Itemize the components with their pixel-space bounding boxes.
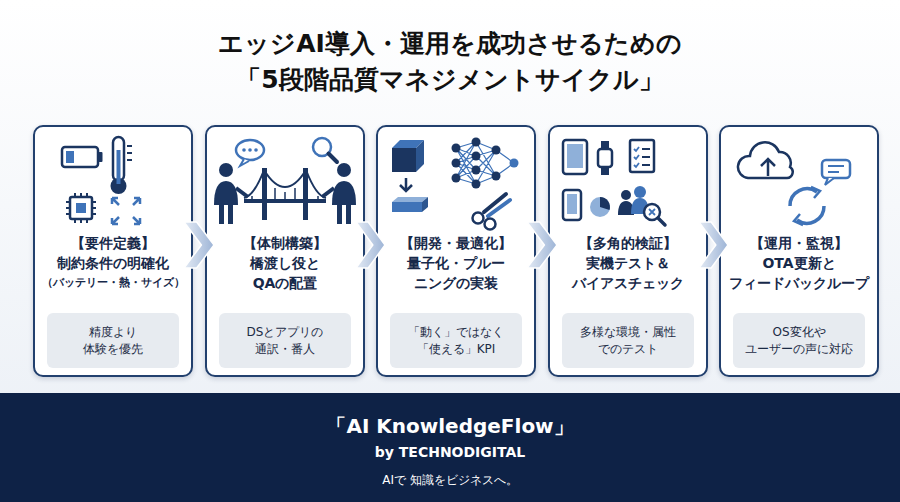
text-line: 「動く」ではなく [408, 324, 504, 341]
text-line: 量子化・プルー [378, 253, 534, 273]
text-line: QAの配置 [207, 273, 363, 293]
note-box: OS変化や ユーザーの声に対応 [733, 313, 865, 368]
text-line: （バッテリー・熱・サイズ） [35, 273, 191, 293]
note-box: DSとアプリの 通訳・番人 [219, 313, 351, 368]
text-line: OTA更新と [721, 253, 877, 273]
text-line: 【多角的検証】 [550, 233, 706, 253]
text-line: 体験を優先 [83, 341, 143, 358]
node-heading: OS変化や ユーザーの声に対応 [745, 324, 853, 358]
stage-card: 【多角的検証】実機テスト＆ バイアスチェック多様な環境・属性 でのテスト [548, 125, 708, 377]
note-box: 多様な環境・属性 でのテスト [562, 313, 694, 368]
text-line: 多様な環境・属性 [580, 324, 676, 341]
text-line: でのテスト [580, 341, 676, 358]
stage-card: 【体制構築】橋渡し役と QAの配置 DSとアプリの 通訳・番人 [205, 125, 365, 377]
node-heading: 多様な環境・属性 でのテスト [580, 324, 676, 358]
text-line: 「使える」KPI [408, 341, 504, 358]
text-line: 制約条件の明確化 [35, 253, 191, 273]
node-text: 実機テスト＆ バイアスチェック [550, 253, 706, 293]
node-heading: 「AI KnowledgeFlow」 [0, 413, 900, 439]
node-text: OTA更新と フィードバックループ [721, 253, 877, 293]
node-heading: 【開発・最適化】 [378, 233, 534, 253]
text-line: 【要件定義】 [35, 233, 191, 253]
text-line: ニングの実装 [378, 273, 534, 293]
stage-card: 【開発・最適化】量子化・プルー ニングの実装「動く」ではなく 「使える」KPI [376, 125, 536, 377]
text-line: エッジAI導入・運用を成功させるための [0, 26, 900, 62]
node-heading: 【運用・監視】 [721, 233, 877, 253]
node-text: by TECHNODIGITAL [0, 441, 900, 463]
text-line: 精度より [83, 324, 143, 341]
page-title: エッジAI導入・運用を成功させるための 「5段階品質マネジメントサイクル」 [0, 26, 900, 98]
node-heading: 「動く」ではなく 「使える」KPI [408, 324, 504, 358]
text-line: 「5段階品質マネジメントサイクル」 [0, 62, 900, 98]
node-text: AIで 知識をビジネスへ。 [0, 471, 900, 489]
stage-card: 【運用・監視】OTA更新と フィードバックループ OS変化や ユーザーの声に対応 [719, 125, 879, 377]
text-line: 【開発・最適化】 [378, 233, 534, 253]
node-heading: 【体制構築】 [207, 233, 363, 253]
note-box: 「動く」ではなく 「使える」KPI [390, 313, 522, 368]
text-line: OS変化や [745, 324, 853, 341]
text-line: 実機テスト＆ [550, 253, 706, 273]
text-line: 【運用・監視】 [721, 233, 877, 253]
text-line: 【体制構築】 [207, 233, 363, 253]
node-text: 量子化・プルー ニングの実装 [378, 253, 534, 293]
text-line: 橋渡し役と [207, 253, 363, 273]
note-box: 精度より 体験を優先 [47, 313, 179, 368]
text-line: 通訳・番人 [247, 341, 324, 358]
footer-band: 「AI KnowledgeFlow」by TECHNODIGITAL AIで 知識… [0, 393, 900, 502]
text-line: バイアスチェック [550, 273, 706, 293]
text-line: DSとアプリの [247, 324, 324, 341]
node-text: 制約条件の明確化 （バッテリー・熱・サイズ） [35, 253, 191, 293]
node-text: 橋渡し役と QAの配置 [207, 253, 363, 293]
node-heading: DSとアプリの 通訳・番人 [247, 324, 324, 358]
text-line: ユーザーの声に対応 [745, 341, 853, 358]
node-heading: 【要件定義】 [35, 233, 191, 253]
stage-card: 【要件定義】制約条件の明確化 （バッテリー・熱・サイズ） 精度より 体験を優先 [33, 125, 193, 377]
node-heading: 精度より 体験を優先 [83, 324, 143, 358]
text-line: フィードバックループ [721, 273, 877, 293]
node-heading: 【多角的検証】 [550, 233, 706, 253]
